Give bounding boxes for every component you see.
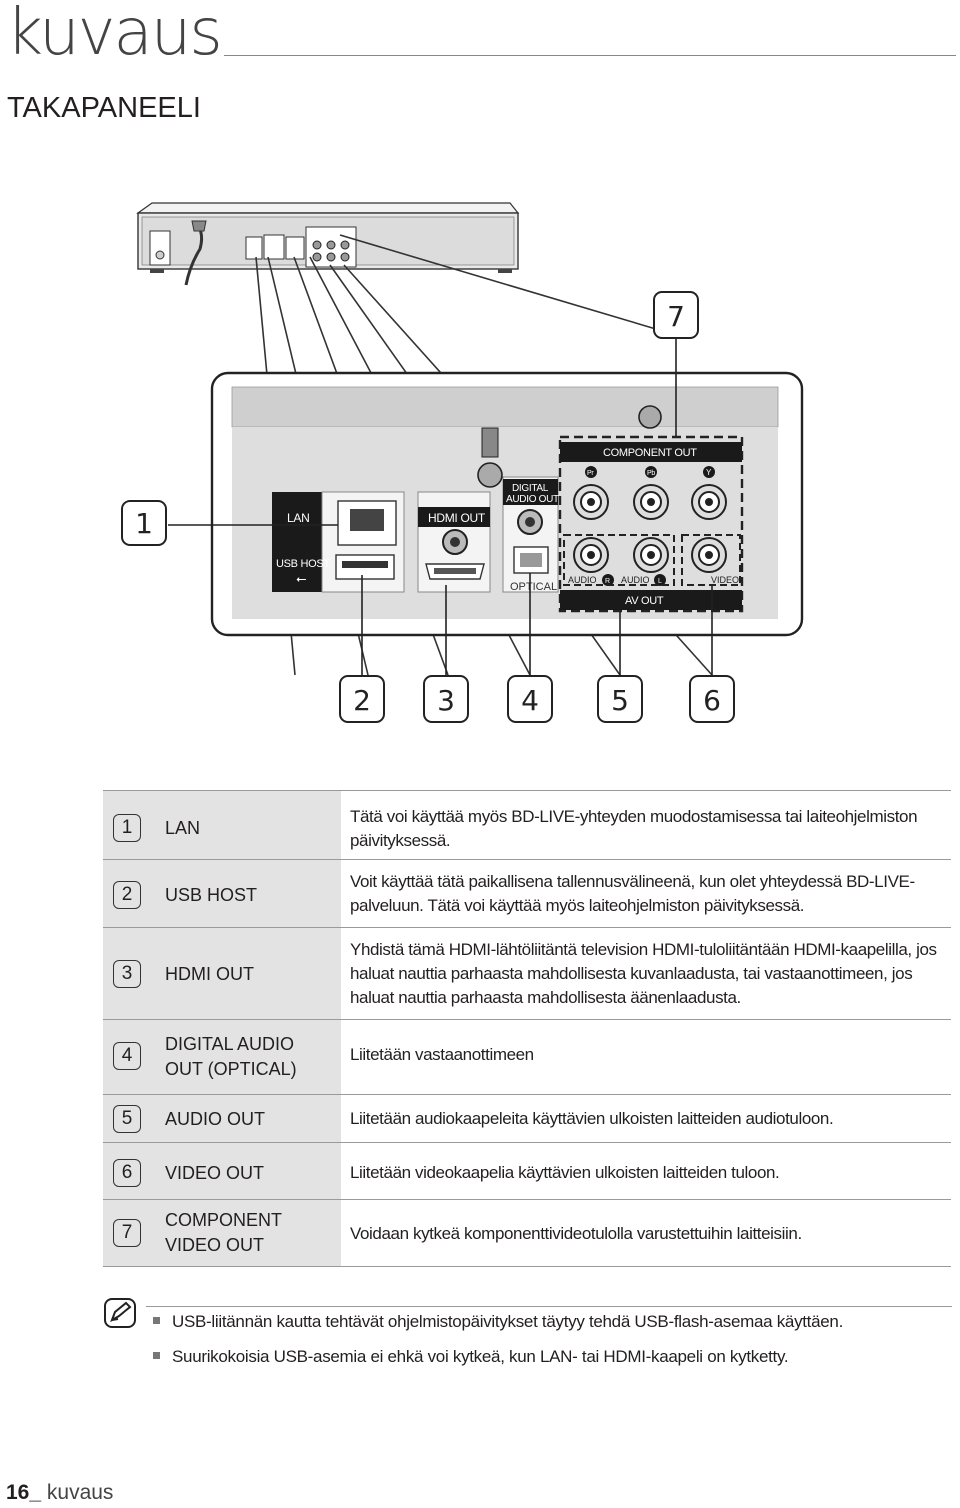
panel-label-pr: Pr (587, 470, 594, 477)
table-row: 7 COMPONENT VIDEO OUT Voidaan kytkeä kom… (103, 1199, 951, 1267)
rear-panel-diagram: LAN USB HOST ⭠ HDMI OUT DIGITAL AUDIO OU… (121, 202, 804, 723)
panel-label-component-out: COMPONENT OUT (603, 447, 697, 459)
row-label: USB HOST (165, 885, 258, 905)
row-label: VIDEO OUT (165, 1163, 265, 1183)
panel-label-hdmi-out: HDMI OUT (428, 511, 486, 525)
row-description: Yhdistä tämä HDMI-lähtöliitäntä televisi… (350, 940, 937, 1007)
row-number-box: 1 (113, 814, 141, 842)
callout-4: 4 (521, 684, 539, 717)
row-label: HDMI OUT (165, 964, 254, 984)
note-item: Suurikokoisia USB-asemia ei ehkä voi kyt… (153, 1347, 789, 1367)
chapter-divider (224, 55, 956, 56)
chapter-title: kuvaus (6, 0, 223, 70)
callout-2: 2 (353, 684, 371, 717)
table-row: 5 AUDIO OUT Liitetään audiokaapeleita kä… (103, 1094, 951, 1143)
table-row: 6 VIDEO OUT Liitetään videokaapelia käyt… (103, 1142, 951, 1200)
panel-label-l: L (658, 578, 662, 585)
row-number-box: 4 (113, 1042, 141, 1070)
row-description: Liitetään audiokaapeleita käyttävien ulk… (350, 1109, 834, 1128)
row-number-box: 2 (113, 881, 141, 909)
note-icon (104, 1298, 136, 1328)
callout-5: 5 (611, 684, 629, 717)
panel-label-digital: DIGITAL (512, 483, 549, 494)
row-description: Liitetään videokaapelia käyttävien ulkoi… (350, 1163, 780, 1182)
panel-label-r: R (605, 578, 610, 585)
row-number-box: 6 (113, 1159, 141, 1187)
panel-label-y: Y (706, 468, 712, 477)
page-footer: 16_ kuvaus (6, 1481, 113, 1505)
callout-1: 1 (135, 507, 153, 540)
panel-label-optical: OPTICAL (510, 581, 557, 593)
notes-divider (146, 1306, 952, 1307)
row-description: Voit käyttää tätä paikallisena tallennus… (350, 872, 915, 915)
panel-label-lan: LAN (287, 511, 309, 525)
row-label: DIGITAL AUDIO OUT (OPTICAL) (165, 1034, 297, 1079)
player-body-illustration (136, 202, 520, 286)
panel-label-pb: Pb (647, 470, 655, 477)
row-label: COMPONENT VIDEO OUT (165, 1210, 282, 1255)
note-text: Suurikokoisia USB-asemia ei ehkä voi kyt… (172, 1347, 789, 1366)
row-label: LAN (165, 818, 201, 838)
bullet-icon (153, 1317, 160, 1325)
table-row: 3 HDMI OUT Yhdistä tämä HDMI-lähtöliitän… (103, 927, 951, 1020)
table-row: 4 DIGITAL AUDIO OUT (OPTICAL) Liitetään … (103, 1019, 951, 1095)
callout-6: 6 (703, 684, 721, 717)
callout-7: 7 (667, 300, 685, 333)
row-label: AUDIO OUT (165, 1109, 266, 1129)
callout-3: 3 (437, 684, 455, 717)
zoomed-panel (210, 371, 804, 637)
panel-label-av-out: AV OUT (625, 595, 664, 607)
table-row: 1 LAN Tätä voi käyttää myös BD-LIVE-yhte… (103, 790, 951, 860)
note-text: USB-liitännän kautta tehtävät ohjelmisto… (172, 1312, 843, 1331)
panel-label-video: VIDEO (711, 575, 739, 585)
section-title: TAKAPANEELI (7, 92, 201, 124)
row-description: Voidaan kytkeä komponenttivideotulolla v… (350, 1224, 802, 1243)
page-number: 16_ (6, 1481, 42, 1504)
row-description: Tätä voi käyttää myös BD-LIVE-yhteyden m… (350, 807, 918, 850)
panel-label-usb-host: USB HOST (276, 558, 330, 570)
table-row: 2 USB HOST Voit käyttää tätä paikallisen… (103, 859, 951, 928)
panel-label-audio-r: AUDIO (568, 575, 597, 585)
usb-symbol-icon: ⭠ (296, 571, 306, 586)
footer-section: kuvaus (46, 1481, 114, 1504)
bullet-icon (153, 1352, 160, 1360)
row-number-box: 5 (113, 1105, 141, 1133)
row-number-box: 7 (113, 1219, 141, 1247)
panel-label-audio-out: AUDIO OUT (506, 494, 559, 505)
row-number-box: 3 (113, 960, 141, 988)
panel-label-audio-l: AUDIO (621, 575, 650, 585)
note-item: USB-liitännän kautta tehtävät ohjelmisto… (153, 1312, 843, 1332)
row-description: Liitetään vastaanottimeen (350, 1045, 534, 1064)
